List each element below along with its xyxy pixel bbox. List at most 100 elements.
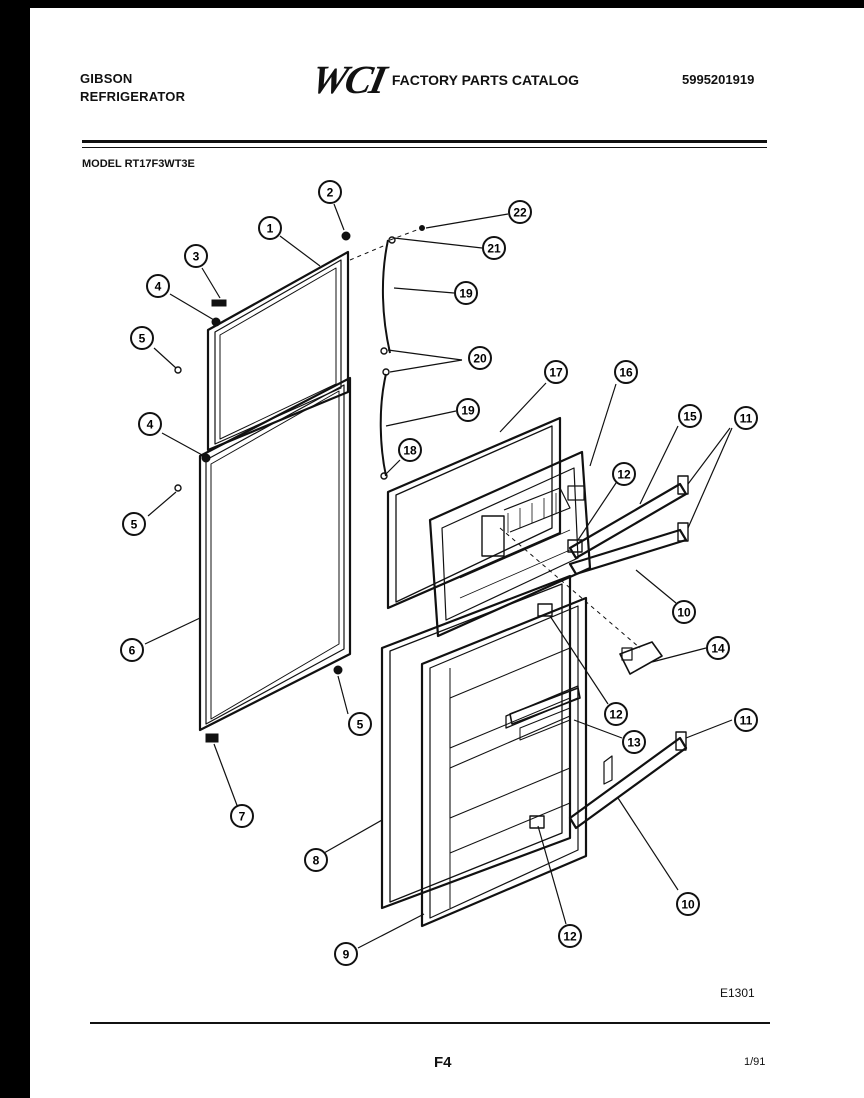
brand-name: GIBSON	[80, 71, 133, 86]
svg-text:11: 11	[740, 412, 753, 426]
svg-text:17: 17	[549, 366, 563, 380]
svg-text:19: 19	[461, 404, 475, 418]
svg-text:3: 3	[193, 250, 200, 264]
callout-3: 3	[184, 244, 208, 268]
callout-2: 2	[318, 180, 342, 204]
bushing-part-2	[341, 231, 351, 241]
svg-text:1: 1	[267, 222, 274, 236]
model-number: MODEL RT17F3WT3E	[82, 158, 195, 170]
callouts: 1 2 3 4 5 4 5 6 5 7 8 9 22 21 19 20 19 1…	[120, 180, 758, 966]
hinge-part-7	[205, 733, 219, 743]
svg-text:6: 6	[129, 644, 136, 658]
product-type: REFRIGERATOR	[80, 89, 186, 104]
part-18	[380, 472, 388, 480]
page-date: 1/91	[744, 1056, 766, 1068]
freezer-shelf-rail-part-15	[568, 475, 689, 576]
svg-text:21: 21	[487, 242, 501, 256]
callout-19: 19	[456, 398, 480, 422]
callout-17: 17	[544, 360, 568, 384]
header-rule-thin	[82, 147, 767, 148]
part-5-lower	[333, 665, 343, 675]
svg-text:22: 22	[513, 206, 527, 220]
callout-10: 10	[672, 600, 696, 624]
callout-19: 19	[454, 281, 478, 305]
svg-text:12: 12	[609, 708, 623, 722]
svg-text:11: 11	[740, 714, 753, 728]
callout-1: 1	[258, 216, 282, 240]
shelf-part-13	[509, 687, 581, 725]
svg-text:5: 5	[139, 332, 146, 346]
callout-7: 7	[230, 804, 254, 828]
callout-11: 11	[734, 406, 758, 430]
callout-8: 8	[304, 848, 328, 872]
fresh-food-door-liner-part-9	[420, 596, 588, 928]
part-14	[619, 641, 663, 675]
callout-13: 13	[622, 730, 646, 754]
svg-text:13: 13	[627, 736, 641, 750]
svg-text:19: 19	[459, 287, 473, 301]
callout-5: 5	[122, 512, 146, 536]
part-20-lower	[382, 368, 390, 376]
part-5-upper	[174, 366, 182, 374]
page-code: F4	[434, 1054, 452, 1071]
svg-text:16: 16	[619, 366, 633, 380]
callout-4: 4	[138, 412, 162, 436]
svg-text:10: 10	[681, 898, 695, 912]
svg-text:5: 5	[131, 518, 138, 532]
svg-text:7: 7	[239, 810, 246, 824]
hinge-cover-part-19-lower	[379, 373, 387, 477]
svg-text:15: 15	[683, 410, 697, 424]
catalog-part-number: 5995201919	[682, 72, 755, 87]
callout-10: 10	[676, 892, 700, 916]
callout-22: 22	[508, 200, 532, 224]
svg-text:4: 4	[155, 280, 162, 294]
part-21	[388, 236, 396, 244]
svg-text:18: 18	[403, 444, 417, 458]
svg-text:20: 20	[473, 352, 487, 366]
callout-14: 14	[706, 636, 730, 660]
fresh-food-gasket-part-8	[380, 574, 572, 910]
header-rule-thick	[82, 140, 767, 143]
callout-18: 18	[398, 438, 422, 462]
freezer-gasket-part-17	[386, 416, 562, 610]
callout-16: 16	[614, 360, 638, 384]
part-20-upper	[380, 347, 388, 355]
svg-text:4: 4	[147, 418, 154, 432]
callout-5: 5	[348, 712, 372, 736]
parts-catalog-sheet: GIBSON REFRIGERATOR WCI FACTORY PARTS CA…	[30, 8, 864, 1098]
callout-9: 9	[334, 942, 358, 966]
leader-lines	[144, 203, 733, 949]
exploded-parts-diagram: 1 2 3 4 5 4 5 6 5 7 8 9 22 21 19 20 19 1…	[120, 180, 758, 966]
svg-text:14: 14	[711, 642, 725, 656]
clip-part-12-upper	[567, 539, 583, 553]
callout-5: 5	[130, 326, 154, 350]
footer-rule	[90, 1022, 770, 1024]
svg-text:9: 9	[343, 948, 350, 962]
assembly-lines	[349, 227, 641, 649]
catalog-header: WCI FACTORY PARTS CATALOG	[307, 57, 580, 102]
fresh-food-shelf-rail-part-10	[568, 731, 688, 830]
freezer-door-liner-part-16	[428, 450, 592, 638]
svg-text:12: 12	[563, 930, 577, 944]
svg-text:8: 8	[313, 854, 320, 868]
freezer-door-part-1	[206, 250, 350, 452]
svg-text:12: 12	[617, 468, 631, 482]
callout-4: 4	[146, 274, 170, 298]
svg-text:2: 2	[327, 186, 334, 200]
clip-part-12-lower	[529, 815, 545, 829]
callout-15: 15	[678, 404, 702, 428]
brand-block: GIBSON REFRIGERATOR	[80, 70, 185, 106]
diagram-code: E1301	[720, 986, 755, 1000]
svg-text:10: 10	[677, 606, 691, 620]
callout-12: 12	[612, 462, 636, 486]
callout-12: 12	[558, 924, 582, 948]
callout-21: 21	[482, 236, 506, 260]
part-5-mid	[174, 484, 182, 492]
clip-part-12-mid	[537, 603, 553, 617]
part-3	[211, 299, 227, 307]
hinge-cover-part-19-upper	[381, 239, 391, 354]
callout-20: 20	[468, 346, 492, 370]
fresh-food-door-part-6	[198, 376, 352, 732]
catalog-title: FACTORY PARTS CATALOG	[391, 72, 580, 88]
svg-text:5: 5	[357, 718, 364, 732]
